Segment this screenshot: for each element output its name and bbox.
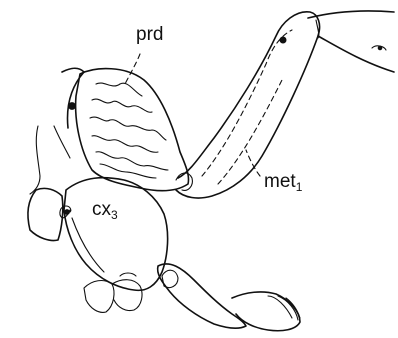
label-cx3-text: cx bbox=[92, 199, 111, 220]
met1-segment bbox=[176, 12, 320, 198]
label-cx3-subscript: 3 bbox=[111, 208, 118, 222]
label-prd: prd bbox=[136, 25, 163, 44]
lower-femur bbox=[158, 264, 300, 331]
cx3-coxa bbox=[60, 178, 168, 291]
thorax-outline bbox=[30, 68, 84, 194]
tibia-segment bbox=[308, 11, 394, 72]
coxa-joint-dot bbox=[65, 210, 70, 215]
trochanter-pieces bbox=[28, 188, 142, 312]
label-met1-text: met bbox=[264, 171, 296, 192]
tibia-dot bbox=[378, 46, 382, 50]
prd-plate bbox=[69, 69, 189, 191]
label-cx3: cx3 bbox=[92, 200, 118, 221]
spiracle-dot bbox=[69, 103, 76, 110]
leader-lines bbox=[124, 54, 260, 176]
label-met1: met1 bbox=[264, 172, 302, 193]
met1-dot bbox=[280, 37, 286, 43]
label-met1-subscript: 1 bbox=[296, 180, 303, 194]
